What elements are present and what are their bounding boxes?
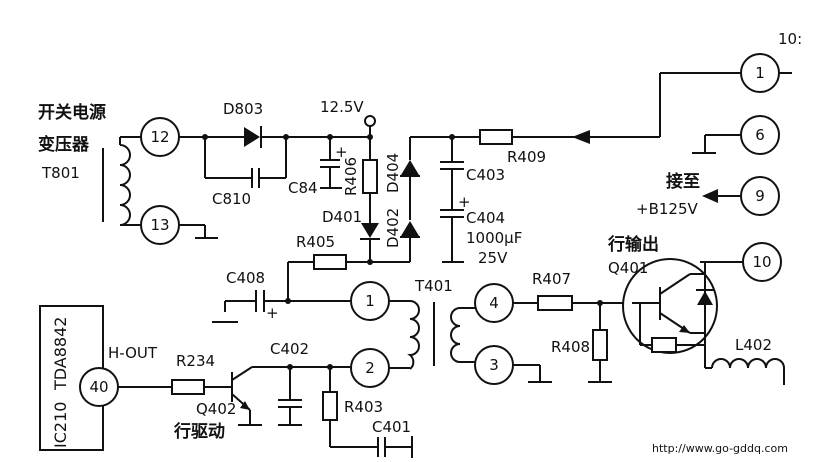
- r234-label: R234: [176, 352, 215, 370]
- b125v-label: +B125V: [636, 200, 698, 218]
- c404-value-voltage: 25V: [478, 249, 508, 267]
- t801-ref: T801: [41, 164, 80, 182]
- q401-label: Q401: [608, 259, 648, 277]
- r407-label: R407: [532, 270, 571, 288]
- resistor-r234: [171, 379, 205, 395]
- q401-desc: 行输出: [607, 234, 659, 255]
- pin-12-label: 12: [150, 128, 169, 146]
- capacitor-c810: [251, 168, 260, 188]
- capacitor-c404: +: [440, 193, 471, 218]
- pin-2-t401-label: 2: [365, 359, 375, 377]
- diode-d401: [360, 223, 380, 240]
- c84-label: C84: [288, 179, 318, 197]
- top-partial-label: 10:: [778, 30, 802, 48]
- arrow-b125: [702, 189, 718, 203]
- ic210-name: TDA8842: [51, 317, 70, 391]
- q402-label: Q402: [196, 400, 236, 418]
- pin-6-label: 6: [755, 126, 765, 144]
- arrow-r409: [572, 130, 590, 144]
- d803-label: D803: [223, 100, 263, 118]
- resistor-r408: [592, 329, 608, 361]
- ic210-ref: IC210: [51, 402, 70, 448]
- pin-3-t401-label: 3: [489, 356, 499, 374]
- diode-d803: [244, 126, 262, 148]
- voltage-12v5-label: 12.5V: [320, 98, 364, 116]
- r405-label: R405: [296, 233, 335, 251]
- r409-label: R409: [507, 148, 546, 166]
- c402-label: C402: [270, 340, 309, 358]
- capacitor-c408: +: [255, 290, 279, 322]
- transistor-q402: [231, 366, 330, 426]
- pin-1-right-label: 1: [755, 64, 765, 82]
- capacitor-c402: [278, 399, 302, 408]
- svg-text:+: +: [266, 304, 279, 322]
- diode-d404: [400, 160, 420, 177]
- transistor-q401: [622, 258, 718, 368]
- capacitor-c401: [377, 437, 386, 457]
- c404-value-capacitance: 1000μF: [466, 229, 522, 247]
- pin-13-label: 13: [150, 216, 169, 234]
- transformer-t801: [102, 136, 141, 226]
- resistor-r406: [362, 159, 378, 194]
- c810-label: C810: [212, 190, 251, 208]
- resistor-r409: [479, 129, 513, 145]
- r408-label: R408: [551, 338, 590, 356]
- pin-10-label: 10: [752, 253, 771, 271]
- c404-label: C404: [466, 209, 505, 227]
- transformer-t401: [389, 300, 476, 370]
- resistor-r407: [537, 295, 573, 311]
- l402-label: L402: [735, 336, 772, 354]
- r406-label: R406: [342, 157, 360, 196]
- t801-name-line1: 开关电源: [38, 102, 106, 123]
- c408-label: C408: [226, 269, 265, 287]
- watermark-url: http://www.go-gddq.com: [652, 442, 788, 455]
- d401-label: D401: [322, 208, 362, 226]
- t401-label: T401: [414, 277, 453, 295]
- c401-label: C401: [372, 418, 411, 436]
- pin-4-t401-label: 4: [489, 294, 499, 312]
- r403-label: R403: [344, 398, 383, 416]
- diode-d402: [400, 221, 420, 238]
- pin-1-t401-label: 1: [365, 292, 375, 310]
- capacitor-c403: [440, 161, 464, 170]
- inductor-l402: [711, 358, 785, 369]
- svg-text:+: +: [335, 143, 348, 161]
- pin-9-label: 9: [755, 187, 765, 205]
- resistor-r405: [313, 254, 347, 270]
- hout-label: H-OUT: [108, 344, 158, 362]
- svg-text:+: +: [458, 193, 471, 211]
- d404-label: D404: [384, 153, 402, 193]
- resistor-r403: [322, 391, 338, 421]
- q402-desc: 行驱动: [173, 421, 225, 442]
- jiezhi-label: 接至: [666, 171, 700, 192]
- c403-label: C403: [466, 166, 505, 184]
- t801-name-line2: 变压器: [38, 134, 90, 155]
- d402-label: D402: [384, 208, 402, 248]
- pin-40-label: 40: [89, 378, 108, 396]
- terminal-12v5: [364, 115, 376, 127]
